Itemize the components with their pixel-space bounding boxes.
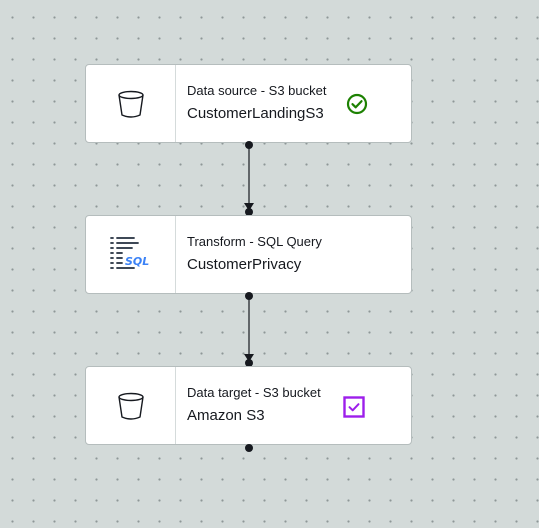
sql-badge-text: SQL	[125, 255, 149, 268]
edge-transform-to-target	[244, 297, 254, 362]
node-customer-landing-s3[interactable]: Data source - S3 bucket CustomerLandingS…	[85, 64, 412, 143]
node-icon-box	[86, 367, 176, 444]
node-name-label: CustomerPrivacy	[187, 256, 302, 273]
node-input-port[interactable]	[245, 359, 253, 367]
node-name-label: Amazon S3	[187, 407, 265, 424]
edge-source-to-transform	[244, 146, 254, 211]
sql-query-icon: SQL	[109, 236, 149, 269]
node-name-label: CustomerLandingS3	[187, 105, 324, 122]
node-icon-box	[86, 65, 176, 142]
node-output-port[interactable]	[245, 444, 253, 452]
node-type-label: Transform - SQL Query	[187, 234, 322, 249]
node-customer-privacy[interactable]: SQL Transform - SQL Query CustomerPrivac…	[85, 215, 412, 294]
node-output-port[interactable]	[245, 141, 253, 149]
node-icon-box: SQL	[86, 216, 176, 293]
node-type-label: Data target - S3 bucket	[187, 385, 321, 400]
node-input-port[interactable]	[245, 208, 253, 216]
node-type-label: Data source - S3 bucket	[187, 83, 327, 98]
check-circle-icon	[346, 93, 368, 115]
node-amazon-s3-target[interactable]: Data target - S3 bucket Amazon S3	[85, 366, 412, 445]
bucket-icon	[117, 392, 144, 420]
bucket-icon	[117, 90, 144, 118]
selected-check-icon[interactable]	[343, 396, 365, 418]
node-output-port[interactable]	[245, 292, 253, 300]
